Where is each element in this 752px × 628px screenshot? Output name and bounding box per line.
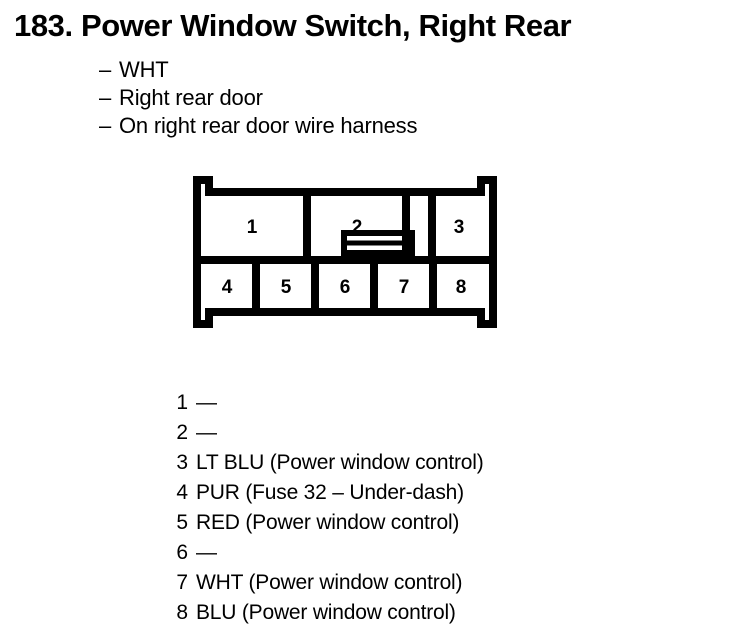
pin-number: 3 xyxy=(176,451,188,474)
attribute-label: WHT xyxy=(119,57,169,82)
dash-icon: – xyxy=(99,113,112,138)
dash-icon: – xyxy=(99,57,112,82)
pin-number: 8 xyxy=(176,601,188,624)
pin-legend-row: 8 BLU (Power window control) xyxy=(160,598,720,628)
cavity-number-2: 2 xyxy=(352,217,363,238)
cavity-number-1: 1 xyxy=(247,217,258,238)
pin-legend-row: 2 — xyxy=(160,418,720,448)
cavity-number-7: 7 xyxy=(399,277,410,298)
pin-legend-row: 3 LT BLU (Power window control) xyxy=(160,448,720,478)
attribute-list: – WHT – Right rear door – On right rear … xyxy=(99,56,699,140)
page-title: 183. Power Window Switch, Right Rear xyxy=(14,8,572,43)
pin-legend-row: 6 — xyxy=(160,538,720,568)
cavity-number-6: 6 xyxy=(340,277,351,298)
pin-description: — xyxy=(196,421,217,444)
attribute-item: – Right rear door xyxy=(99,84,699,112)
attribute-label: Right rear door xyxy=(119,85,263,110)
pin-legend-row: 1 — xyxy=(160,388,720,418)
pin-description: RED (Power window control) xyxy=(196,511,460,534)
pin-number: 1 xyxy=(176,391,188,414)
attribute-item: – WHT xyxy=(99,56,699,84)
pin-description: LT BLU (Power window control) xyxy=(196,451,484,474)
pin-description: — xyxy=(196,541,217,564)
pin-number: 4 xyxy=(176,481,188,504)
cavity-number-3: 3 xyxy=(454,217,465,238)
cavity-number-5: 5 xyxy=(281,277,292,298)
pin-description: PUR (Fuse 32 – Under-dash) xyxy=(196,481,464,504)
pin-description: BLU (Power window control) xyxy=(196,601,456,624)
pin-number: 6 xyxy=(176,541,188,564)
pin-description: — xyxy=(196,391,217,414)
pin-description: WHT (Power window control) xyxy=(196,571,463,594)
dash-icon: – xyxy=(99,85,112,110)
pin-number: 7 xyxy=(176,571,188,594)
connector-diagram: 1 2 3 4 5 6 7 8 xyxy=(180,165,510,345)
pin-legend-row: 7 WHT (Power window control) xyxy=(160,568,720,598)
pin-legend-row: 4 PUR (Fuse 32 – Under-dash) xyxy=(160,478,720,508)
cavity-number-4: 4 xyxy=(222,277,233,298)
pin-legend-row: 5 RED (Power window control) xyxy=(160,508,720,538)
cavity-number-8: 8 xyxy=(456,277,467,298)
pin-number: 2 xyxy=(176,421,188,444)
pin-number: 5 xyxy=(176,511,188,534)
attribute-label: On right rear door wire harness xyxy=(119,113,418,138)
attribute-item: – On right rear door wire harness xyxy=(99,112,699,140)
pin-legend: 1 — 2 — 3 LT BLU (Power window control) … xyxy=(160,388,720,628)
